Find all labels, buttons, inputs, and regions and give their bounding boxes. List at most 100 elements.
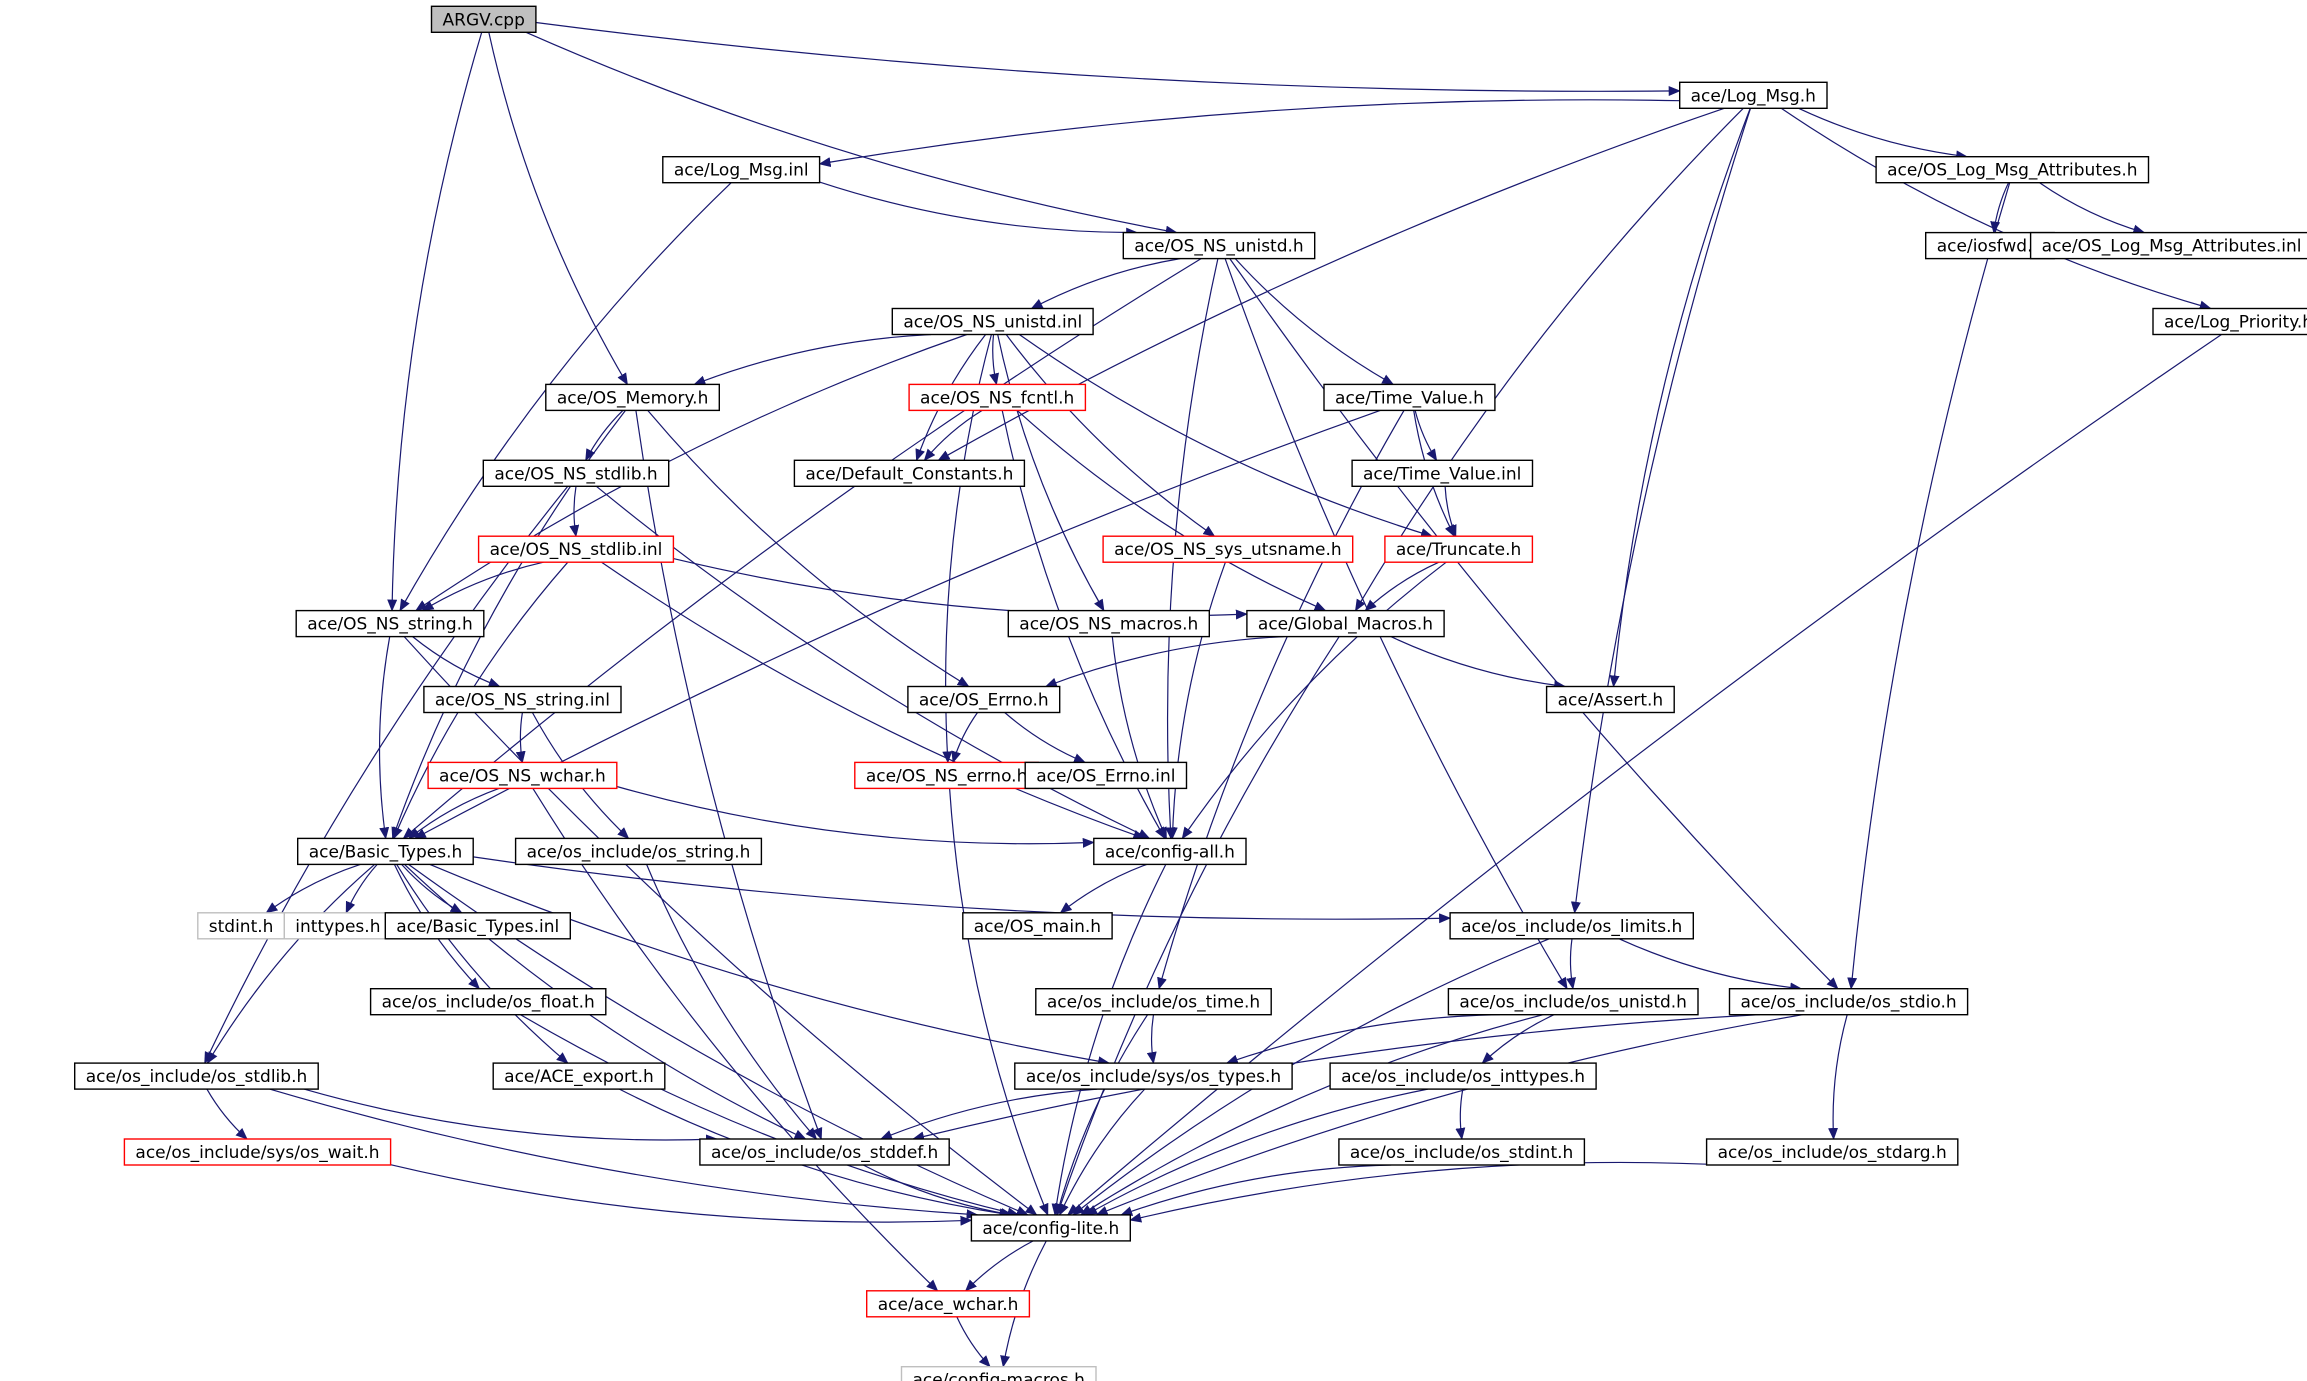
node-inttypes-h[interactable]: inttypes.h: [283, 912, 393, 940]
node-config-lite-h[interactable]: ace/config-lite.h: [970, 1214, 1132, 1242]
node-os-include-os-unistd-h[interactable]: ace/os_include/os_unistd.h: [1447, 988, 1699, 1016]
node-basic-types-h[interactable]: ace/Basic_Types.h: [297, 837, 474, 866]
node-box: [2029, 231, 2307, 260]
node-box: [2152, 307, 2307, 336]
node-label: ace/OS_NS_fcntl.h: [920, 388, 1074, 408]
node-os-ns-macros-h[interactable]: ace/OS_NS_macros.h: [1007, 609, 1210, 638]
node-box: [900, 1365, 1097, 1381]
node-os-include-os-inttypes-h[interactable]: ace/os_include/os_inttypes.h: [1329, 1062, 1597, 1090]
node-label: ace/Log_Priority.h: [2164, 313, 2307, 333]
node-argv-cpp[interactable]: ARGV.cpp: [430, 5, 537, 34]
node-assert-h[interactable]: ace/Assert.h: [1545, 685, 1675, 714]
node-truncate-h[interactable]: ace/Truncate.h: [1384, 535, 1534, 563]
edge-os-ns-fcntl-h-to-global-macros-h: [1016, 409, 1327, 612]
node-os-ns-unistd-h[interactable]: ace/OS_NS_unistd.h: [1122, 231, 1316, 260]
nodes-layer: ARGV.cpp ace/Log_Msg.h ace/Log_Msg.inl ace/…: [73, 5, 2307, 1381]
node-label: ace/config-lite.h: [982, 1219, 1119, 1239]
node-box: [662, 155, 821, 184]
node-os-errno-inl[interactable]: ace/OS_Errno.inl: [1024, 761, 1188, 790]
node-os-include-sys-os-types-h[interactable]: ace/os_include/sys/os_types.h: [1014, 1062, 1293, 1090]
node-os-memory-h[interactable]: ace/OS_Memory.h: [545, 383, 720, 412]
node-os-include-sys-os-wait-h[interactable]: ace/os_include/sys/os_wait.h: [123, 1138, 392, 1166]
edge-basic-types-h-to-ace-export-h: [396, 864, 569, 1064]
node-os-include-os-stdio-h[interactable]: ace/os_include/os_stdio.h: [1728, 988, 1969, 1016]
node-time-value-inl[interactable]: ace/Time_Value.inl: [1351, 459, 1534, 487]
node-os-ns-unistd-inl[interactable]: ace/OS_NS_unistd.inl: [891, 307, 1094, 336]
edge-time-value-h-to-time-value-inl: [1414, 410, 1438, 462]
node-label: ace/os_include/sys/os_wait.h: [135, 1143, 379, 1163]
edge-os-include-os-limits-h-to-config-lite-h: [1072, 938, 1550, 1216]
edge-config-lite-h-to-ace-wchar-h: [964, 1240, 1034, 1292]
node-os-ns-wchar-h[interactable]: ace/OS_NS_wchar.h: [427, 761, 618, 790]
node-os-log-msg-attr-inl[interactable]: ace/OS_Log_Msg_Attributes.inl: [2029, 231, 2307, 260]
edge-os-log-msg-attr-h-to-os-include-os-stdio-h: [1847, 182, 2011, 990]
node-label: ace/OS_NS_errno.h: [866, 766, 1028, 786]
node-stdint-h[interactable]: stdint.h: [197, 912, 286, 940]
node-os-include-os-stdlib-h[interactable]: ace/os_include/os_stdlib.h: [73, 1062, 319, 1090]
node-config-macros-h[interactable]: ace/config-macros.h: [900, 1365, 1097, 1381]
node-os-include-os-stdarg-h[interactable]: ace/os_include/os_stdarg.h: [1705, 1138, 1959, 1166]
node-os-errno-h[interactable]: ace/OS_Errno.h: [907, 685, 1061, 714]
node-log-priority-h[interactable]: ace/Log_Priority.h: [2152, 307, 2307, 336]
node-log-msg-inl[interactable]: ace/Log_Msg.inl: [662, 155, 821, 184]
node-os-log-msg-attr-h[interactable]: ace/OS_Log_Msg_Attributes.h: [1875, 155, 2150, 184]
edge-time-value-inl-to-truncate-h: [1444, 486, 1457, 538]
node-box: [1323, 383, 1496, 412]
node-label: ace/os_include/os_inttypes.h: [1341, 1067, 1585, 1087]
node-default-constants-h[interactable]: ace/Default_Constants.h: [793, 459, 1026, 487]
node-box: [699, 1138, 950, 1166]
node-os-include-os-float-h[interactable]: ace/os_include/os_float.h: [369, 988, 607, 1016]
node-label: ace/os_include/os_stdarg.h: [1718, 1143, 1947, 1163]
edge-log-msg-h-to-os-log-msg-attr-h: [1798, 107, 1969, 161]
node-box: [907, 685, 1061, 714]
node-label: ace/OS_NS_stdlib.inl: [490, 540, 663, 560]
edge-log-msg-inl-to-os-ns-unistd-h: [819, 181, 1139, 238]
node-os-ns-stdlib-inl[interactable]: ace/OS_NS_stdlib.inl: [477, 535, 675, 563]
edge-ace-export-h-to-config-lite-h: [619, 1088, 1012, 1219]
node-os-include-os-string-h[interactable]: ace/os_include/os_string.h: [514, 837, 763, 866]
node-label: ace/Basic_Types.h: [309, 842, 463, 862]
edge-os-ns-unistd-h-to-time-value-h: [1234, 258, 1395, 385]
node-box: [1705, 1138, 1959, 1166]
edge-os-include-os-string-h-to-os-include-os-stddef-h: [646, 864, 818, 1140]
node-box: [492, 1062, 666, 1090]
node-config-all-h[interactable]: ace/config-all.h: [1093, 837, 1247, 866]
node-ace-wchar-h[interactable]: ace/ace_wchar.h: [866, 1290, 1031, 1318]
edge-os-include-os-unistd-h-to-os-include-os-inttypes-h: [1481, 1014, 1555, 1064]
node-os-ns-string-inl[interactable]: ace/OS_NS_string.inl: [423, 685, 622, 714]
node-os-ns-errno-h[interactable]: ace/OS_NS_errno.h: [854, 761, 1039, 790]
node-basic-types-inl[interactable]: ace/Basic_Types.inl: [384, 912, 571, 940]
node-box: [1449, 912, 1694, 940]
edge-basic-types-h-to-inttypes-h: [345, 864, 378, 914]
edge-os-include-os-float-h-to-config-lite-h: [520, 1014, 1020, 1218]
node-os-include-os-stddef-h[interactable]: ace/os_include/os_stddef.h: [699, 1138, 950, 1166]
edge-os-include-os-stdarg-h-to-config-lite-h: [1129, 1161, 1707, 1223]
node-os-ns-sys-utsname-h[interactable]: ace/OS_NS_sys_utsname.h: [1102, 535, 1354, 563]
node-os-main-h[interactable]: ace/OS_main.h: [962, 912, 1113, 940]
node-box: [295, 609, 485, 638]
edge-config-all-h-to-config-lite-h: [1051, 864, 1167, 1216]
node-label: ace/OS_NS_unistd.h: [1134, 237, 1303, 257]
node-box: [123, 1138, 392, 1166]
node-os-ns-string-h[interactable]: ace/OS_NS_string.h: [295, 609, 485, 638]
node-os-include-os-stdint-h[interactable]: ace/os_include/os_stdint.h: [1338, 1138, 1586, 1166]
node-label: ace/os_include/os_stddef.h: [711, 1143, 938, 1163]
node-log-msg-h[interactable]: ace/Log_Msg.h: [1678, 81, 1828, 110]
node-ace-export-h[interactable]: ace/ACE_export.h: [492, 1062, 666, 1090]
node-global-macros-h[interactable]: ace/Global_Macros.h: [1246, 609, 1445, 638]
node-label: ace/os_include/os_unistd.h: [1459, 993, 1687, 1013]
node-os-ns-stdlib-h[interactable]: ace/OS_NS_stdlib.h: [482, 459, 670, 487]
node-label: ace/ACE_export.h: [504, 1067, 654, 1087]
edge-os-ns-string-h-to-basic-types-h: [378, 636, 391, 840]
node-os-ns-fcntl-h[interactable]: ace/OS_NS_fcntl.h: [908, 383, 1087, 412]
node-label: ace/config-all.h: [1105, 842, 1235, 862]
node-os-include-os-limits-h[interactable]: ace/os_include/os_limits.h: [1449, 912, 1694, 940]
edge-os-ns-stdlib-h-to-os-ns-stdlib-inl: [569, 486, 580, 538]
node-time-value-h[interactable]: ace/Time_Value.h: [1323, 383, 1496, 412]
node-label: stdint.h: [209, 917, 274, 937]
edge-os-ns-string-inl-to-os-ns-wchar-h: [515, 712, 526, 764]
node-os-include-os-time-h[interactable]: ace/os_include/os_time.h: [1035, 988, 1272, 1016]
edge-os-ns-unistd-inl-to-truncate-h: [1018, 334, 1433, 538]
edge-time-value-h-to-os-include-os-time-h: [1157, 410, 1405, 990]
edge-os-memory-h-to-os-ns-stdlib-h: [585, 409, 624, 462]
